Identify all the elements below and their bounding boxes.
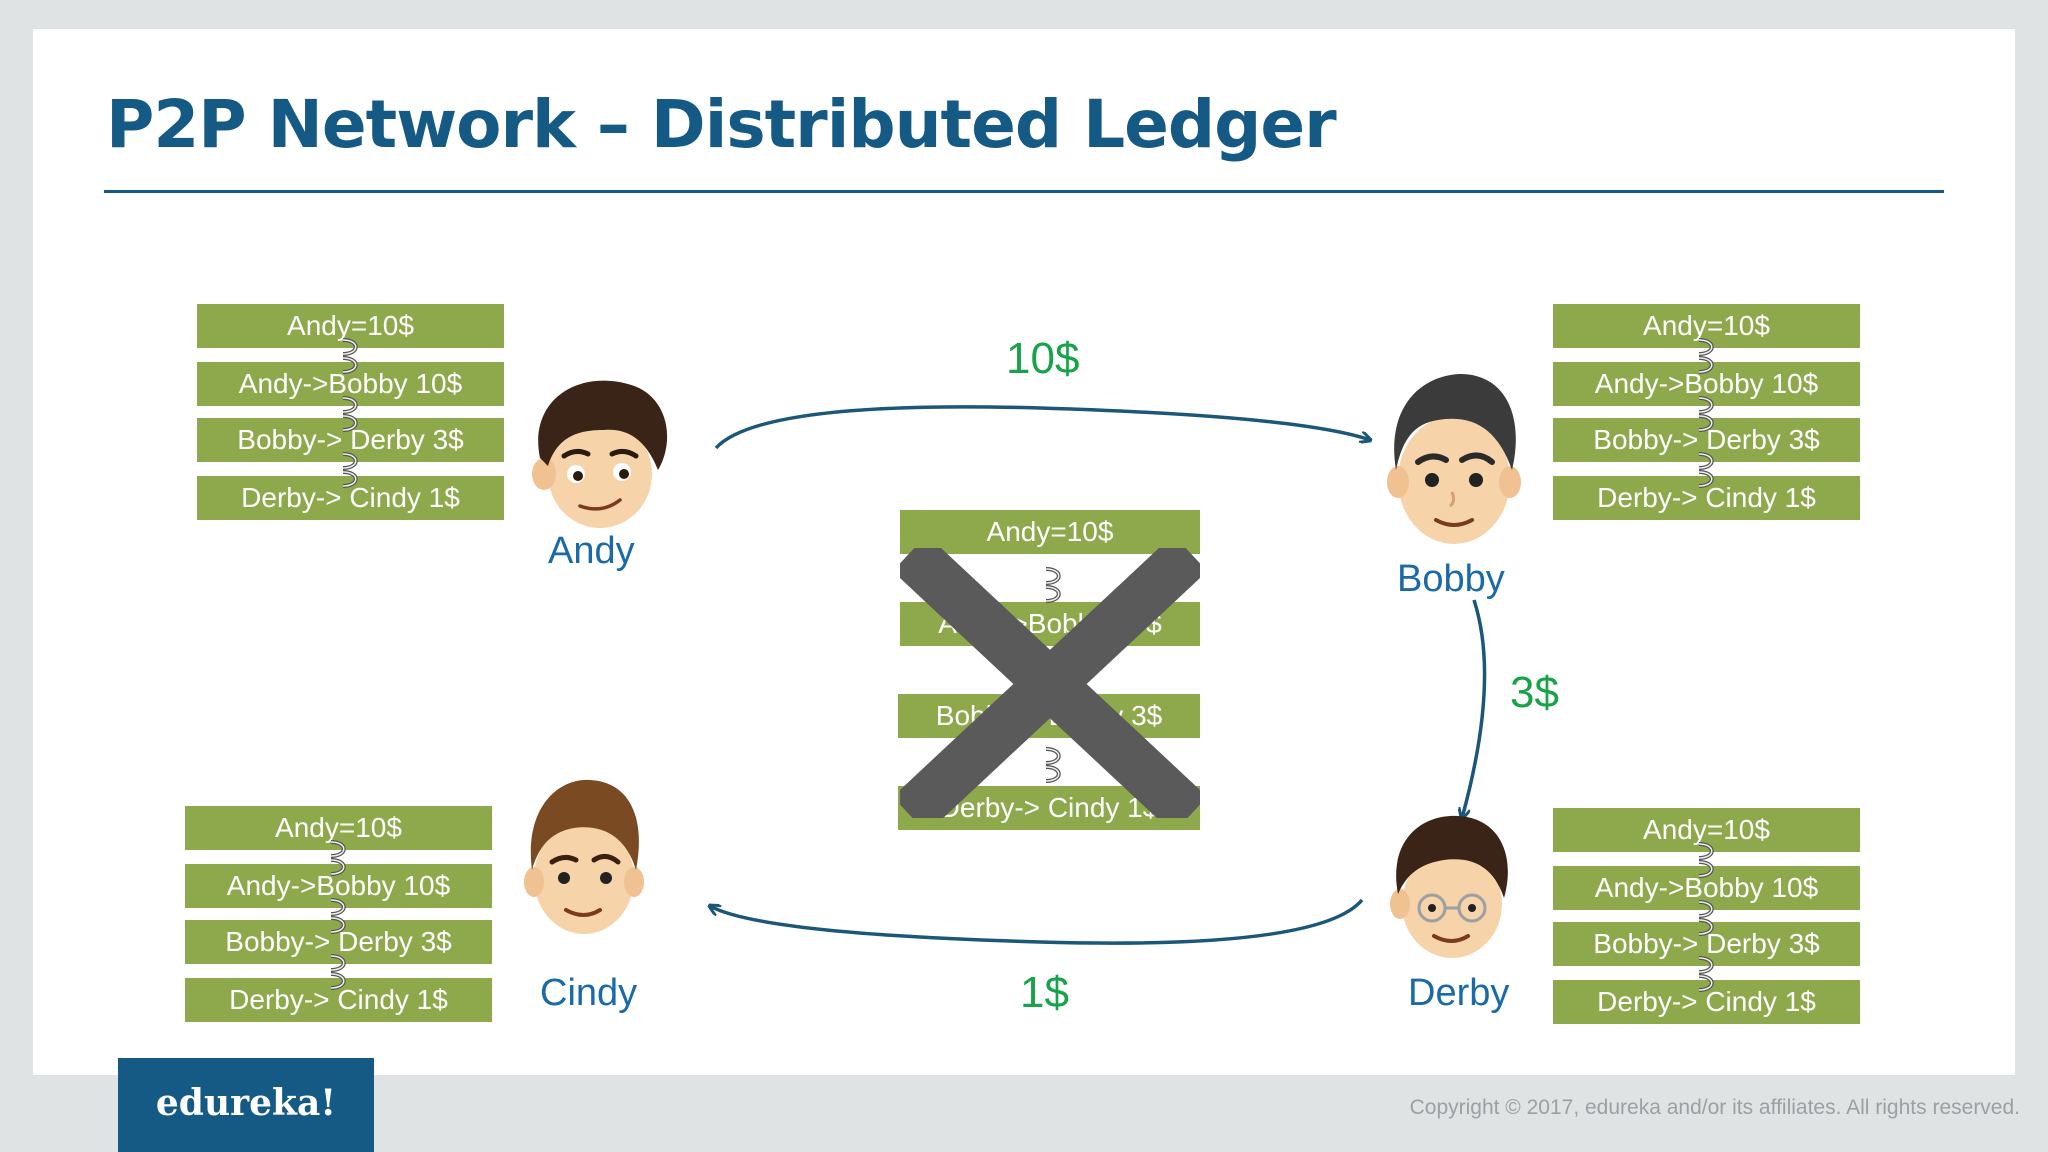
bobby-avatar <box>1387 374 1521 544</box>
ledger-block: Andy->Bobby 10$ <box>185 864 492 908</box>
arrow-andy-to-bobby <box>714 405 1370 450</box>
copyright-text: Copyright © 2017, edureka and/or its aff… <box>1409 1096 2020 1119</box>
slide-title: P2P Network – Distributed Ledger <box>106 86 1337 163</box>
derby-avatar <box>1390 815 1508 958</box>
name-derby: Derby <box>1408 972 1510 1014</box>
ledger-block: Andy=10$ <box>197 304 504 348</box>
name-bobby: Bobby <box>1397 558 1505 600</box>
title-divider <box>104 190 1944 193</box>
cross-mark-icon <box>900 548 1200 818</box>
arrow-derby-to-cindy <box>710 898 1364 945</box>
arrow-bobby-to-derby <box>1462 599 1487 818</box>
name-cindy: Cindy <box>540 972 638 1014</box>
amount-derby-to-cindy: 1$ <box>1020 968 1069 1017</box>
andy-avatar <box>532 380 668 528</box>
edureka-logo: edureka! <box>118 1058 374 1152</box>
name-andy: Andy <box>548 530 635 572</box>
amount-bobby-to-derby: 3$ <box>1510 668 1559 717</box>
ledger-block: Andy=10$ <box>900 510 1200 554</box>
ledger-block: Andy=10$ <box>1553 808 1860 852</box>
ledger-block: Derby-> Cindy 1$ <box>185 978 492 1022</box>
ledger-block: Bobby-> Derby 3$ <box>1553 418 1860 462</box>
cindy-avatar <box>524 779 644 934</box>
amount-andy-to-bobby: 10$ <box>1006 334 1080 383</box>
ledger-block: Derby-> Cindy 1$ <box>197 476 504 520</box>
